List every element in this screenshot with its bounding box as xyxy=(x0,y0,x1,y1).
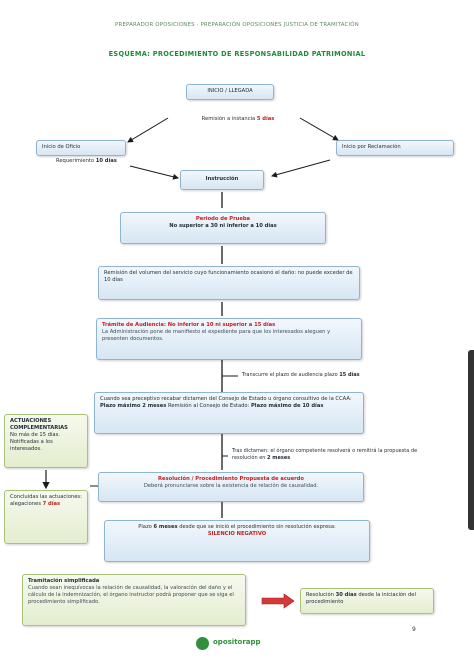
oficio-requerimiento-text: Requerimiento xyxy=(56,158,95,164)
plazo-lateral: Transcurre el plazo de audiencia plazo 1… xyxy=(242,372,412,378)
audiencia-title: Trámite de Audiencia: No inferior a 10 n… xyxy=(102,322,276,328)
resultado-text-b: 30 días xyxy=(335,592,357,598)
simplificada-body: Cuando sean inequívocas la relación de c… xyxy=(28,585,234,606)
inicio-box: INICIO / LLEGADA xyxy=(186,84,274,100)
final-text-b: 6 meses xyxy=(153,524,178,530)
oficio-requerimiento: Requerimiento 10 días xyxy=(56,158,166,164)
resultado-box: Resolución 30 días desde la iniciación d… xyxy=(300,588,434,614)
logo-icon xyxy=(196,637,209,650)
consejo-text-c: Remisión al Consejo de Estado: xyxy=(167,403,250,410)
instruccion-label: Instrucción xyxy=(205,176,239,182)
plazo-lateral-days: 15 días xyxy=(339,372,360,378)
prueba-body: No superior a 30 ni inferior a 10 días xyxy=(169,223,277,230)
dictamen-months: 2 meses xyxy=(267,454,291,461)
page-title: ESQUEMA: PROCEDIMIENTO DE RESPONSABILIDA… xyxy=(108,50,366,58)
actuaciones-title: ACTUACIONES COMPLEMENTARIAS xyxy=(10,418,68,432)
actuaciones-box: ACTUACIONES COMPLEMENTARIAS No más de 15… xyxy=(4,414,88,468)
plazo-final-box: Plazo 6 meses desde que se inició el pro… xyxy=(104,520,370,562)
informe-text: Remisión del volumen del servicio cuyo f… xyxy=(104,270,353,284)
dictamen-note: Tras dictamen: el órgano competente reso… xyxy=(232,448,422,462)
audiencia-body: La Administración pone de manifiesto el … xyxy=(102,329,331,343)
actuaciones2-days: 7 días xyxy=(42,501,61,508)
final-silencio: SILENCIO NEGATIVO xyxy=(207,531,267,538)
oficio-box: Inicio de Oficio xyxy=(36,140,126,156)
prueba-title: Periodo de Prueba xyxy=(195,216,251,222)
actuaciones2-body: Concluidas las actuaciones: alegaciones xyxy=(10,494,82,508)
actuaciones-body: No más de 15 días. Notificadas a los int… xyxy=(10,432,60,453)
resolucion-body: Deberá pronunciarse sobre la existencia … xyxy=(143,483,319,490)
reclamacion-box: Inicio por Reclamación xyxy=(336,140,454,156)
consejo-text-b: Plazo máximo 2 meses xyxy=(100,403,167,410)
simplificada-box: Tramitación simplificada Cuando sean ine… xyxy=(22,574,246,626)
resultado-text-a: Resolución xyxy=(306,592,334,598)
page-number: 9 xyxy=(412,626,416,633)
plazo-inicial-text: Remisión a instancia xyxy=(201,116,256,122)
actuaciones2-box: Concluidas las actuaciones: alegaciones … xyxy=(4,490,88,544)
document-header: PREPARADOR OPOSICIONES · PREPARACIÓN OPO… xyxy=(115,22,359,28)
instruccion-box: Instrucción xyxy=(180,170,264,190)
final-text-c: desde que se inició el procedimiento sin… xyxy=(179,524,336,530)
dictamen-text: Tras dictamen: el órgano competente reso… xyxy=(232,448,418,461)
resolucion-title: Resolución / Procedimiento Propuesta de … xyxy=(158,476,304,482)
simplificada-title: Tramitación simplificada xyxy=(28,578,100,584)
prueba-box: Periodo de Prueba No superior a 30 ni in… xyxy=(120,212,326,244)
reclamacion-label: Inicio por Reclamación xyxy=(342,144,401,150)
oficio-requerimiento-days: 10 días xyxy=(95,158,117,164)
plazo-inicial-days: 5 días xyxy=(256,116,275,122)
resultado-text-c: desde la iniciación del procedimiento xyxy=(306,592,416,606)
resolucion-box: Resolución / Procedimiento Propuesta de … xyxy=(98,472,364,502)
plazo-lateral-text: Transcurre el plazo de audiencia plazo xyxy=(242,372,338,378)
oficio-label: Inicio de Oficio xyxy=(42,144,81,150)
logo-text: opositorapp xyxy=(213,638,261,646)
scrollbar-thumb[interactable] xyxy=(468,350,474,530)
plazo-inicial: Remisión a instancia 5 días xyxy=(176,116,300,122)
inicio-label: INICIO / LLEGADA xyxy=(207,88,253,94)
consejo-text-d: Plazo máximo de 10 días xyxy=(251,403,324,410)
informe-box: Remisión del volumen del servicio cuyo f… xyxy=(98,266,360,300)
red-arrow-icon xyxy=(261,593,295,609)
consejo-text-a: Cuando sea preceptivo recabar dictamen d… xyxy=(100,396,352,402)
final-text-a: Plazo xyxy=(138,524,152,530)
consejo-box: Cuando sea preceptivo recabar dictamen d… xyxy=(94,392,364,434)
brand-logo: opositorapp xyxy=(196,636,286,652)
audiencia-box: Trámite de Audiencia: No inferior a 10 n… xyxy=(96,318,362,360)
